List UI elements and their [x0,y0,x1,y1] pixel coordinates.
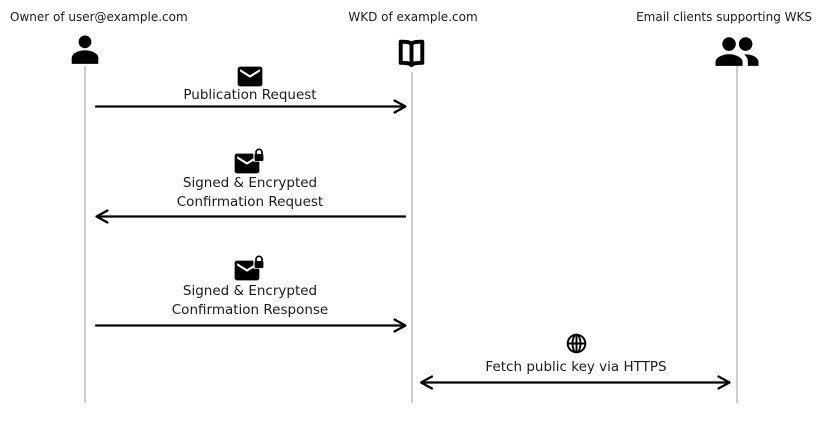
actor-label-owner: Owner of user@example.com [10,10,188,24]
lifeline-clients [736,66,738,403]
message-label: Signed & Encrypted [182,175,318,191]
email-icon [237,66,263,87]
arrow-confirmation-response [95,317,408,334]
message-label: Fetch public key via HTTPS [485,359,667,375]
actor-label-wkd: WKD of example.com [348,10,478,24]
email-lock-icon [234,148,266,175]
message-label: Signed & Encrypted [182,283,318,299]
lifeline-owner [84,66,86,403]
message-label: Confirmation Request [176,194,324,210]
message-label: Publication Request [183,87,317,103]
person-icon [68,34,102,64]
globe-icon [565,332,588,355]
lifeline-wkd [411,72,413,403]
arrow-publication-request [95,98,408,115]
email-lock-icon [234,255,266,282]
message-label: Confirmation Response [171,302,329,318]
people-icon [715,37,759,66]
arrow-confirmation-request [95,208,406,225]
open-book-icon [393,36,430,71]
actor-label-clients: Email clients supporting WKS [636,10,812,24]
arrow-fetch-public-key [419,374,732,391]
